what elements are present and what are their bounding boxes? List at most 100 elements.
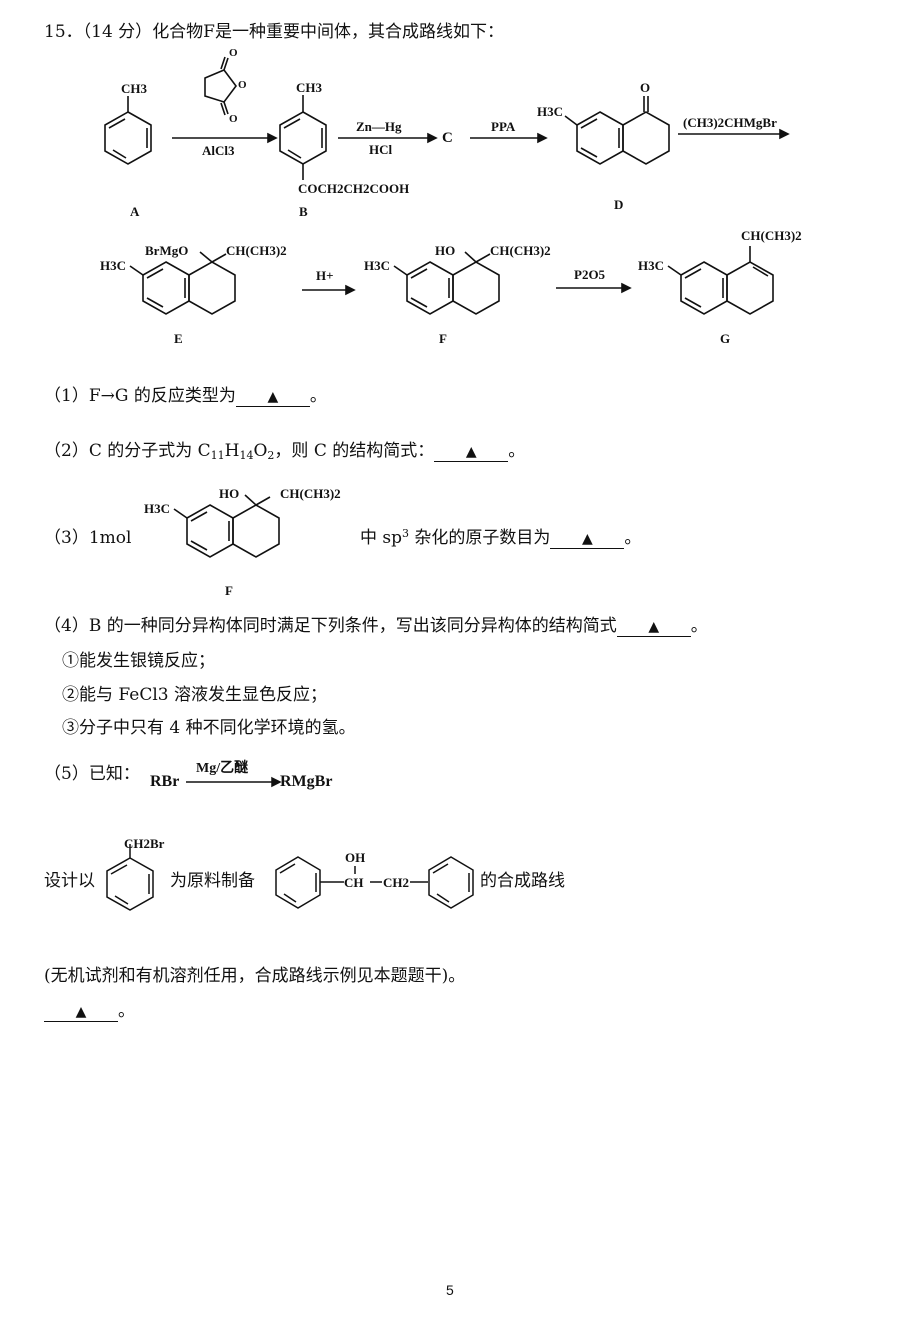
a-methyl-label: CH3	[121, 81, 147, 96]
q5-ch-label: CH	[344, 875, 364, 890]
question-2: （2）C 的分子式为 C11H14O2，则 C 的结构简式： ▲ 。	[44, 441, 525, 462]
e-brmgo-label: BrMgO	[145, 243, 189, 258]
q2-answer-mark: ▲	[465, 444, 477, 460]
q4-condition-1: ①能发生银镜反应；	[62, 651, 215, 671]
q5-ch2br-label: CH2Br	[124, 836, 165, 851]
question-header: 15．（14 分）化合物F是一种重要中间体，其合成路线如下：	[44, 22, 504, 42]
q5-rbr: RBr	[150, 773, 180, 790]
q3-isopropyl-label: CH(CH3)2	[280, 486, 341, 501]
q3-text-a: 中 sp	[360, 528, 403, 548]
q5-answer-mark: ▲	[75, 1004, 87, 1020]
compound-c-label: C	[442, 130, 453, 146]
step3-reagent: PPA	[491, 119, 516, 134]
q4-condition-3: ③分子中只有 4 种不同化学环境的氢。	[62, 718, 356, 738]
compound-e-structure	[129, 251, 236, 315]
q3-ho-label: HO	[219, 486, 240, 501]
anhydride-o-bottom: O	[229, 113, 238, 125]
step6-reagent: P2O5	[574, 267, 606, 282]
q5-oh-label: OH	[345, 850, 366, 865]
q3-answer-mark: ▲	[582, 531, 593, 547]
step2-reagent-bottom: HCl	[369, 142, 393, 157]
q4-end: 。	[690, 616, 708, 636]
question-intro: 化合物F是一种重要中间体，其合成路线如下：	[152, 22, 504, 42]
q3-structure-f	[173, 494, 280, 558]
compound-a-structure	[104, 96, 152, 165]
q2-label: （2）	[44, 441, 89, 461]
compound-a-label: A	[130, 204, 140, 219]
q2-text-d: ，则 C 的结构简式：	[274, 441, 435, 461]
question-3: （3）1mol	[44, 528, 131, 548]
q4-answer-mark: ▲	[648, 619, 660, 635]
q2-text-a: C 的分子式为 C	[88, 441, 211, 461]
q5-reagent: Mg/乙醚	[196, 761, 249, 776]
compound-f-label: F	[439, 331, 447, 346]
question-3-tail: 中 sp3 杂化的原子数目为 ▲ 。	[360, 528, 641, 549]
page-number: 5	[446, 1282, 454, 1298]
question-number: 15．	[44, 22, 83, 42]
q3-answer-blank[interactable]: ▲	[550, 529, 625, 549]
q3-label: （3）	[44, 528, 89, 548]
q1-end: 。	[309, 386, 327, 406]
compound-e-label: E	[174, 331, 183, 346]
q4-condition-2: ②能与 FeCl3 溶液发生显色反应；	[62, 685, 327, 705]
q2-sub-3: 2	[267, 449, 275, 462]
q5-ch2-label: CH2	[383, 875, 409, 890]
q4-text: B 的一种同分异构体同时满足下列条件，写出该同分异构体的结构简式	[88, 616, 617, 636]
q3-amount: 1mol	[88, 528, 132, 548]
q5-design-b: 为原料制备	[170, 871, 255, 891]
q3-sup: 3	[402, 527, 410, 540]
q3-text-b: 杂化的原子数目为	[409, 528, 551, 548]
q2-sub-2: 14	[239, 449, 254, 462]
q5-known: （5）已知：	[44, 764, 140, 784]
q5-answer-line: ▲。	[44, 1001, 135, 1022]
e-methyl-label: H3C	[100, 258, 126, 273]
e-isopropyl-label: CH(CH3)2	[226, 243, 287, 258]
step1-reagent: AlCl3	[202, 143, 235, 158]
succinic-anhydride-structure	[204, 56, 237, 116]
q5-product: RMgBr	[280, 773, 333, 790]
q5-design-a: 设计以	[44, 871, 95, 891]
q2-text-b: H	[224, 441, 240, 461]
q1-label: （1）	[44, 386, 89, 406]
q5-label: （5）	[44, 764, 89, 784]
b-side-chain: COCH2CH2COOH	[298, 181, 410, 196]
compound-f-structure	[393, 251, 500, 315]
q3-end: 。	[624, 528, 642, 548]
b-methyl-label: CH3	[296, 80, 322, 95]
g-isopropyl-label: CH(CH3)2	[741, 228, 802, 243]
q4-answer-blank[interactable]: ▲	[616, 617, 691, 637]
q4-label: （4）	[44, 616, 89, 636]
f-isopropyl-label: CH(CH3)2	[490, 243, 551, 258]
q2-text-c: O	[253, 441, 268, 461]
compound-g-label: G	[720, 331, 731, 346]
f-ho-label: HO	[435, 243, 456, 258]
q1-text: F→G 的反应类型为	[88, 386, 236, 406]
compound-b-structure	[279, 95, 327, 180]
question-score: （14 分）	[82, 22, 153, 42]
q5-note: (无机试剂和有机溶剂任用，合成路线示例见本题题干)。	[44, 966, 466, 986]
q1-answer-mark: ▲	[267, 389, 279, 405]
q5-known-text: 已知：	[88, 764, 140, 784]
q3-structure-label: F	[225, 583, 233, 598]
q2-sub-1: 11	[210, 449, 225, 462]
compound-b-label: B	[299, 204, 308, 219]
compound-d-label: D	[614, 197, 624, 212]
step2-reagent-top: Zn—Hg	[356, 119, 402, 134]
q5-end: 。	[118, 1001, 135, 1021]
d-methyl-label: H3C	[537, 104, 563, 119]
question-4: （4）B 的一种同分异构体同时满足下列条件，写出该同分异构体的结构简式 ▲ 。	[44, 616, 708, 637]
g-methyl-label: H3C	[638, 258, 664, 273]
step5-reagent: H+	[316, 268, 334, 283]
q2-end: 。	[508, 441, 526, 461]
d-ketone-o: O	[640, 80, 651, 95]
anhydride-o-ring: O	[238, 79, 247, 91]
anhydride-o-top: O	[229, 47, 238, 59]
q5-design-c: 的合成路线	[480, 871, 565, 891]
compound-g-structure	[667, 246, 774, 315]
q1-answer-blank[interactable]: ▲	[235, 387, 310, 407]
f-methyl-label: H3C	[364, 258, 390, 273]
q5-answer-blank[interactable]: ▲	[44, 1002, 118, 1022]
q2-answer-blank[interactable]: ▲	[434, 442, 509, 462]
synthesis-scheme	[104, 56, 790, 558]
